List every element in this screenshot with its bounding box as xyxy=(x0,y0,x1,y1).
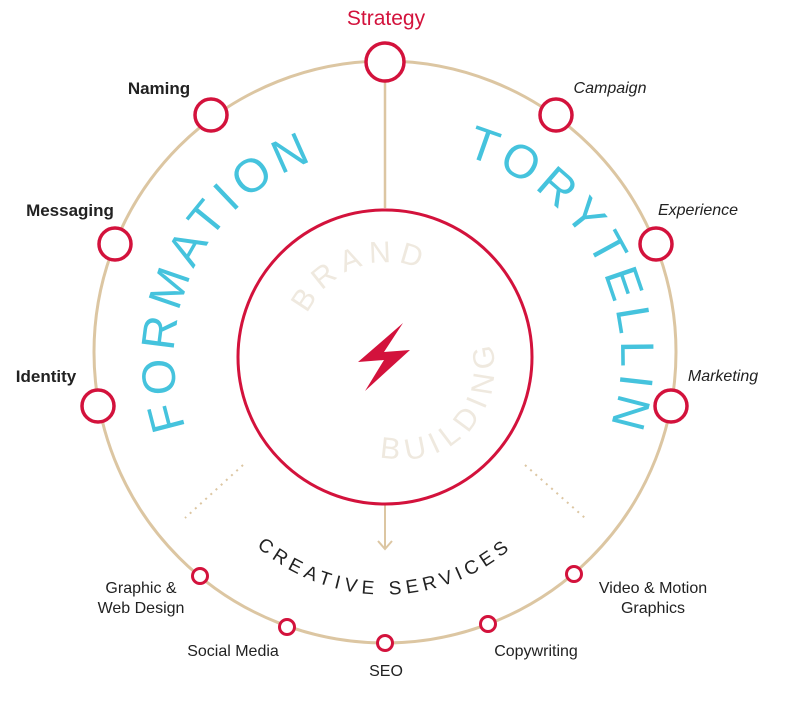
social-media-label: Social Media xyxy=(187,643,279,660)
video-motion-label-line2: Graphics xyxy=(621,600,685,617)
seo-label: SEO xyxy=(369,663,403,680)
identity-label: Identity xyxy=(16,367,77,386)
campaign-label: Campaign xyxy=(574,80,647,97)
marketing-node xyxy=(653,388,689,424)
copywriting-node xyxy=(479,615,497,633)
marketing-label: Marketing xyxy=(688,368,758,385)
messaging-node xyxy=(97,226,133,262)
right-dotted-separator xyxy=(524,464,586,519)
copywriting-label: Copywriting xyxy=(494,643,578,660)
lightning-bolt-icon xyxy=(358,323,410,391)
graphic-design-node xyxy=(191,567,209,585)
experience-node xyxy=(638,226,674,262)
video-motion-label-line1: Video & Motion xyxy=(599,580,707,597)
naming-node xyxy=(193,97,229,133)
graphic-design-label-line2: Web Design xyxy=(98,600,185,617)
video-motion-node xyxy=(565,565,583,583)
identity-node xyxy=(80,388,116,424)
campaign-node xyxy=(538,97,574,133)
down-arrow-icon xyxy=(377,540,393,551)
strategy-title: Strategy xyxy=(347,7,426,30)
strategy-node xyxy=(364,41,406,83)
messaging-label: Messaging xyxy=(26,201,114,220)
seo-node xyxy=(376,634,394,652)
graphic-design-label-line1: Graphic & xyxy=(105,580,176,597)
experience-label: Experience xyxy=(658,202,738,219)
naming-label: Naming xyxy=(128,79,190,98)
social-media-node xyxy=(278,618,296,636)
left-dotted-separator xyxy=(184,464,244,519)
